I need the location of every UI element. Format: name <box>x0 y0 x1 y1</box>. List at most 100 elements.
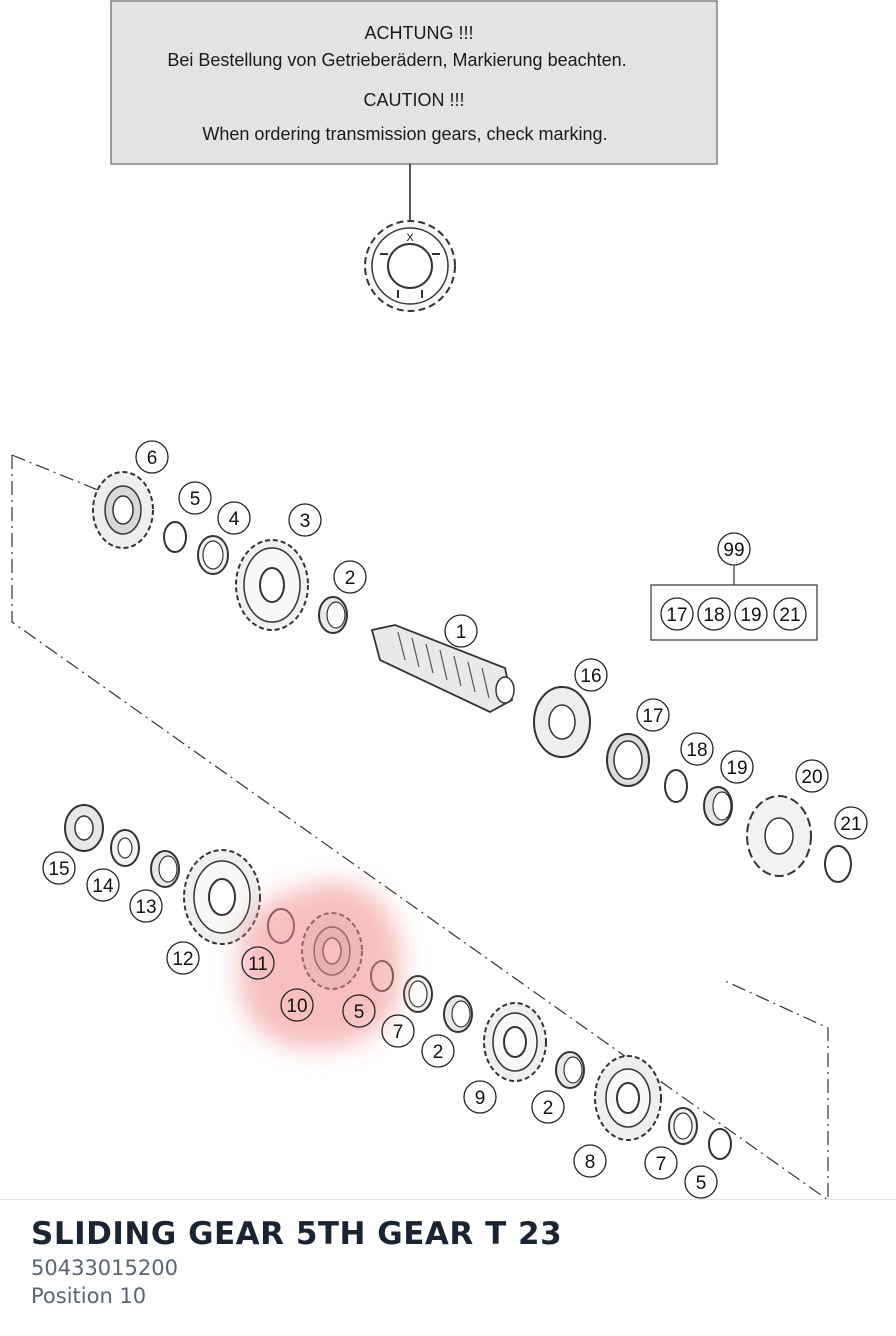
kit-item-18[interactable]: 18 <box>697 597 731 631</box>
callout-1-label: 1 <box>456 622 467 643</box>
callout-21[interactable]: 21 <box>834 806 868 840</box>
washer-7-icon <box>403 975 433 1013</box>
sliding-gear-6-icon <box>92 471 154 549</box>
callout-15-label: 15 <box>48 859 69 880</box>
callout-2-lower-circle <box>421 1034 455 1068</box>
bushing-2-third-icon <box>555 1051 585 1089</box>
callout-18[interactable]: 18 <box>680 732 714 766</box>
callout-2[interactable]: 2 <box>333 560 367 594</box>
main-shaft-1-icon <box>370 624 515 714</box>
callout-2-third[interactable]: 2 <box>531 1090 565 1124</box>
kit-item-18-circle <box>697 597 731 631</box>
gear-mark-label: X <box>406 232 414 244</box>
washer-4-icon <box>197 535 229 575</box>
kit-item-19-label: 19 <box>740 605 761 626</box>
kit-box-99 <box>650 566 818 641</box>
callout-6-label: 6 <box>147 448 158 469</box>
bushing-2-icon <box>318 596 348 634</box>
spacer-19-icon <box>703 786 733 826</box>
washer-7-lower-icon <box>668 1107 698 1145</box>
bushing-2-lower-icon <box>443 995 473 1033</box>
lock-ring-21-icon <box>824 845 852 883</box>
callout-16-circle <box>574 658 608 692</box>
marked-gear-icon: X <box>364 220 456 312</box>
callout-99[interactable]: 99 <box>717 532 751 566</box>
callout-11[interactable]: 11 <box>241 946 275 980</box>
callout-7-lower[interactable]: 7 <box>644 1146 678 1180</box>
callout-2-lower[interactable]: 2 <box>421 1034 455 1068</box>
callout-17[interactable]: 17 <box>636 698 670 732</box>
callout-7-label: 7 <box>393 1022 404 1043</box>
callout-4[interactable]: 4 <box>217 501 251 535</box>
part-name: SLIDING GEAR 5TH GEAR T 23 <box>31 1216 563 1252</box>
callout-7-lower-label: 7 <box>656 1154 667 1175</box>
kit-item-21-label: 21 <box>779 605 800 626</box>
callout-99-label: 99 <box>723 540 744 561</box>
assembly-frame <box>11 455 829 1200</box>
callout-11-circle <box>241 946 275 980</box>
callout-7-circle <box>381 1014 415 1048</box>
callout-20-label: 20 <box>801 767 822 788</box>
selected-part-highlight <box>237 882 403 1049</box>
kit-item-21-circle <box>773 597 807 631</box>
gear-3-icon <box>235 539 309 631</box>
callout-12[interactable]: 12 <box>166 941 200 975</box>
callout-17-circle <box>636 698 670 732</box>
callout-6[interactable]: 6 <box>135 440 169 474</box>
callout-16[interactable]: 16 <box>574 658 608 692</box>
callout-3[interactable]: 3 <box>288 503 322 537</box>
callout-99-circle <box>717 532 751 566</box>
callout-18-circle <box>680 732 714 766</box>
callout-21-circle <box>834 806 868 840</box>
kit-item-19[interactable]: 19 <box>734 597 768 631</box>
gear-8-icon <box>594 1055 662 1141</box>
callout-14[interactable]: 14 <box>86 868 120 902</box>
warning-text-en: When ordering transmission gears, check … <box>202 124 607 144</box>
callout-17-label: 17 <box>642 706 663 727</box>
warning-title-en: CAUTION !!! <box>363 90 464 110</box>
callout-15-circle <box>42 851 76 885</box>
callout-2-circle <box>333 560 367 594</box>
callout-1[interactable]: 1 <box>444 614 478 648</box>
kit-item-21[interactable]: 21 <box>773 597 807 631</box>
callout-2-third-circle <box>531 1090 565 1124</box>
callout-5-lower-circle <box>342 994 376 1028</box>
callout-3-label: 3 <box>300 511 311 532</box>
callout-5-end-label: 5 <box>696 1173 707 1194</box>
bushing-13-icon <box>150 850 180 888</box>
callout-9-label: 9 <box>475 1088 486 1109</box>
callout-10-circle <box>280 988 314 1022</box>
callout-20[interactable]: 20 <box>795 759 829 793</box>
callout-5-lower[interactable]: 5 <box>342 994 376 1028</box>
callout-10[interactable]: 10 <box>280 988 314 1022</box>
snap-ring-5-end-icon <box>708 1128 732 1160</box>
warning-box: ACHTUNG !!! Bei Bestellung von Getrieber… <box>110 0 718 165</box>
callout-5-circle <box>178 481 212 515</box>
callout-13[interactable]: 13 <box>129 889 163 923</box>
callout-5-label: 5 <box>190 489 201 510</box>
kit-item-17[interactable]: 17 <box>660 597 694 631</box>
callout-4-label: 4 <box>229 509 240 530</box>
callout-15[interactable]: 15 <box>42 851 76 885</box>
kit-item-19-circle <box>734 597 768 631</box>
callout-11-label: 11 <box>248 954 268 975</box>
o-ring-18-icon <box>664 769 688 803</box>
part-number: 50433015200 <box>31 1256 178 1280</box>
callout-12-label: 12 <box>172 949 193 970</box>
callout-7[interactable]: 7 <box>381 1014 415 1048</box>
warning-text-de: Bei Bestellung von Getrieberädern, Marki… <box>167 50 626 70</box>
callout-1-circle <box>444 614 478 648</box>
callout-5-end[interactable]: 5 <box>684 1165 718 1199</box>
callout-5[interactable]: 5 <box>178 481 212 515</box>
callout-7-lower-circle <box>644 1146 678 1180</box>
callout-8[interactable]: 8 <box>573 1144 607 1178</box>
washer-14-icon <box>110 829 140 867</box>
callout-19[interactable]: 19 <box>720 750 754 784</box>
callout-21-label: 21 <box>840 814 861 835</box>
callout-14-circle <box>86 868 120 902</box>
callout-9[interactable]: 9 <box>463 1080 497 1114</box>
callout-18-label: 18 <box>686 740 707 761</box>
kit-item-17-circle <box>660 597 694 631</box>
callout-12-circle <box>166 941 200 975</box>
